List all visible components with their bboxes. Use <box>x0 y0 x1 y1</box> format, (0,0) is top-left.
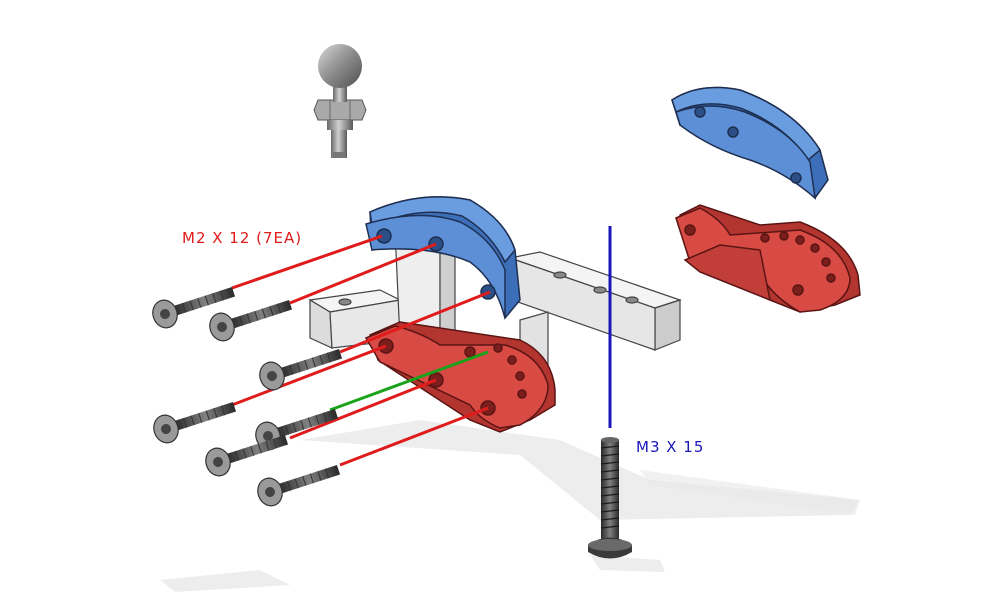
blue-arc-plate-detached <box>671 86 829 200</box>
m2-screw <box>259 348 343 391</box>
m2-leader-lines <box>231 234 491 467</box>
m2-screw <box>257 464 341 507</box>
m2-screws <box>152 286 343 507</box>
red-bell-crank <box>364 321 556 433</box>
ground-shadows <box>160 420 860 592</box>
red-bell-crank-detached <box>675 204 861 313</box>
m3-screw-callout: M3 X 15 <box>636 438 705 456</box>
green-leader-line <box>329 350 489 412</box>
m2-screw <box>205 434 289 477</box>
m2-screw <box>153 401 237 444</box>
m2-screw-callout: M2 X 12 (7EA) <box>182 229 303 247</box>
white-bracket <box>308 221 682 401</box>
blue-arc-plate <box>365 196 521 320</box>
m3-screw <box>588 437 632 559</box>
ball-stud <box>313 44 367 158</box>
m2-screw <box>152 286 236 329</box>
m2-screw <box>209 299 293 342</box>
